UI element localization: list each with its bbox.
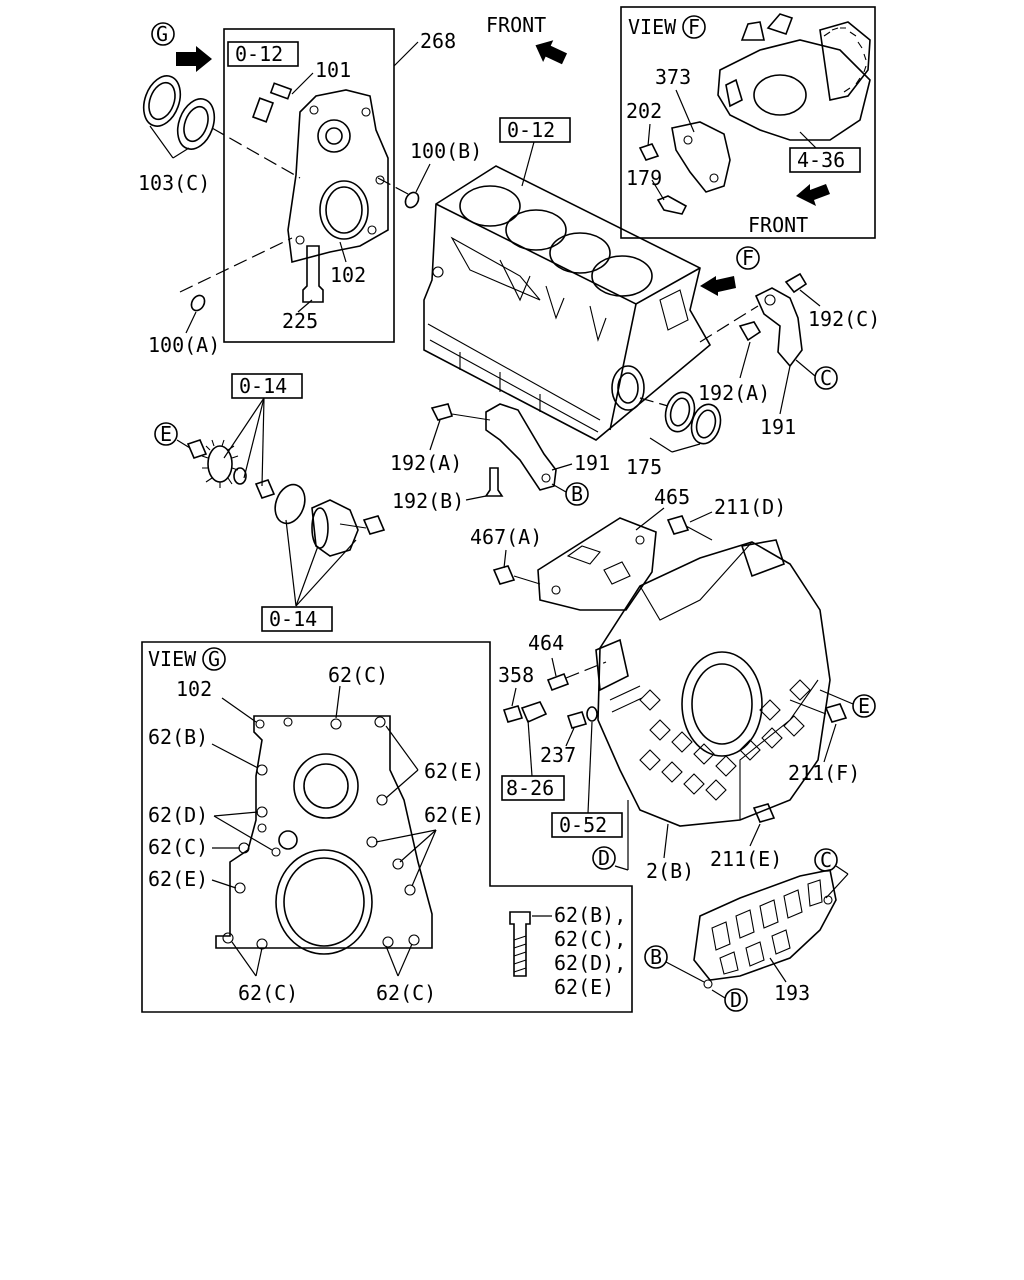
circle-b-mid: B: [571, 482, 583, 506]
circle-f-label: F: [742, 246, 754, 270]
front-arrow-top: FRONT: [486, 13, 568, 65]
ref-012-b: 0-12: [507, 118, 555, 142]
part-101: 101: [315, 58, 351, 82]
part-358: 358: [498, 663, 534, 687]
view-g-62b: 62(B): [148, 725, 208, 749]
ref-box-012-a: [227, 41, 299, 67]
view-f-box: [620, 6, 876, 239]
view-g-62c-top: 62(C): [328, 663, 388, 687]
ref-014-b: 0-14: [269, 607, 317, 631]
bracket-left: 192(A) 191 B 192(B): [390, 403, 610, 513]
part-467a: 467(A): [470, 525, 542, 549]
cylinder-block: 0-12 175: [423, 117, 722, 479]
view-f-front: FRONT: [748, 213, 808, 237]
circle-e-left: E: [160, 422, 172, 446]
view-g-62c-bottom-right: 62(C): [376, 981, 436, 1005]
view-g-62e-r1: 62(E): [424, 759, 484, 783]
view-g-box: [141, 641, 633, 1013]
part-193: 193: [774, 981, 810, 1005]
part-237: 237: [540, 743, 576, 767]
view-g-arrow-icon: [176, 46, 212, 72]
part-192a-left: 192(A): [390, 451, 462, 475]
circle-d-low2: D: [730, 988, 742, 1012]
view-g-62e-r2: 62(E): [424, 803, 484, 827]
view-g-title: VIEW: [148, 647, 197, 671]
front-arrow-icon: [535, 40, 568, 65]
part-202: 202: [626, 99, 662, 123]
view-g-part-102: 102: [176, 677, 212, 701]
legend-62c: 62(C),: [554, 927, 626, 951]
front-arrow-f-icon: [796, 184, 830, 206]
part-175: 175: [626, 455, 662, 479]
front-label-top: FRONT: [486, 13, 546, 37]
part-192c: 192(C): [808, 307, 880, 331]
ref-436: 4-36: [797, 148, 845, 172]
bracket-right: 192(C) 192(A) C 191: [698, 272, 880, 439]
part-179: 179: [626, 166, 662, 190]
part-191-right: 191: [760, 415, 796, 439]
part-225: 225: [282, 309, 318, 333]
view-f-arrow-icon: [700, 276, 736, 296]
view-f-title: VIEW: [628, 15, 677, 39]
ref-052: 0-52: [559, 813, 607, 837]
part-103c: 103(C): [138, 171, 210, 195]
part-268: 268: [420, 29, 456, 53]
view-g-panel: VIEW G 102 62(C) 62(B) 62: [141, 641, 633, 1013]
part-192b: 192(B): [392, 489, 464, 513]
legend-62e: 62(E): [554, 975, 614, 999]
part-211e: 211(E): [710, 847, 782, 871]
part-464: 464: [528, 631, 564, 655]
view-g-62c-bottom-left: 62(C): [238, 981, 298, 1005]
circle-d-low: D: [598, 846, 610, 870]
part-102-main: 102: [330, 263, 366, 287]
timing-cover-group: G 0-12 268 101 103(C) 225 10: [138, 22, 482, 357]
part-211d: 211(D): [714, 495, 786, 519]
view-g-62d: 62(D): [148, 803, 208, 827]
circle-g-label: G: [156, 22, 168, 46]
part-465: 465: [654, 485, 690, 509]
cover-193: C 193 B D: [644, 848, 849, 1012]
view-f-panel: VIEW F 373 202 179 4-36 FRONT: [620, 6, 876, 239]
circle-c-right: C: [820, 366, 832, 390]
view-f-letter: F: [688, 15, 700, 39]
part-100a: 100(A): [148, 333, 220, 357]
circle-b-low: B: [650, 945, 662, 969]
view-g-62e-left: 62(E): [148, 867, 208, 891]
part-211f: 211(F): [788, 761, 860, 785]
view-g-62c-left: 62(C): [148, 835, 208, 859]
circle-marker-g: [151, 22, 175, 46]
part-192a-right: 192(A): [698, 381, 770, 405]
legend-62d: 62(D),: [554, 951, 626, 975]
ref-826: 8-26: [506, 776, 554, 800]
part-100b: 100(B): [410, 139, 482, 163]
cover-box: [223, 28, 395, 343]
legend-62b: 62(B),: [554, 903, 626, 927]
ref-012-a: 0-12: [235, 42, 283, 66]
gear-group: 0-14 E 0-14: [154, 373, 386, 632]
flywheel-housing: 465 467(A) 211(D) E 211(F) 211(E) 2(: [470, 485, 876, 883]
part-373: 373: [655, 65, 691, 89]
part-191-left: 191: [574, 451, 610, 475]
circle-e-right: E: [858, 694, 870, 718]
circle-c-low: C: [820, 848, 832, 872]
ref-014-a: 0-14: [239, 374, 287, 398]
part-2b: 2(B): [646, 859, 694, 883]
f-arrow-group: F: [700, 246, 760, 296]
view-g-letter: G: [208, 647, 220, 671]
